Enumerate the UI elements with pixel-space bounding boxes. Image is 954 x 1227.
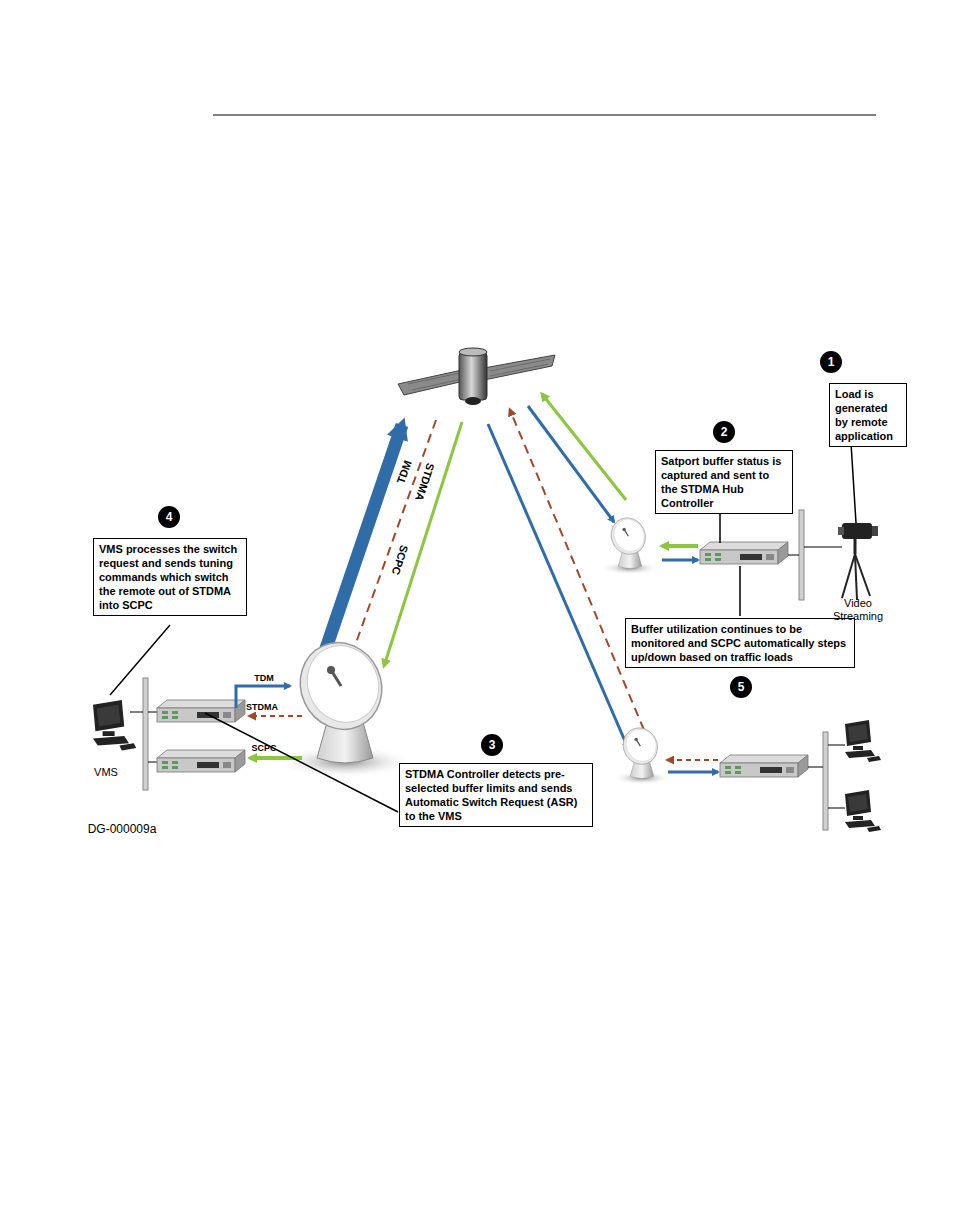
satellite-links bbox=[488, 424, 628, 748]
remote-site-video bbox=[662, 559, 698, 562]
remote-site-pcs bbox=[808, 767, 823, 768]
satellite bbox=[490, 359, 550, 376]
satellite bbox=[398, 348, 555, 405]
link-label: TDM bbox=[254, 673, 274, 683]
hub-equipment bbox=[143, 678, 148, 790]
header-rule bbox=[213, 115, 876, 116]
remote-site-video bbox=[842, 523, 872, 539]
callout-discs bbox=[730, 676, 752, 698]
leader-lines bbox=[739, 566, 741, 616]
remote-site-video bbox=[872, 526, 878, 536]
callout-number: 3 bbox=[489, 738, 496, 752]
satellite-links bbox=[542, 394, 626, 500]
remote-site-video bbox=[662, 544, 698, 548]
callout-box: Satport buffer status is captured and se… bbox=[655, 450, 793, 514]
satellite bbox=[465, 397, 481, 405]
remote-site-pcs bbox=[720, 755, 808, 777]
hub-equipment bbox=[130, 712, 143, 713]
callout-number: 5 bbox=[738, 680, 745, 694]
callout-text: VMS processes the switch request and sen… bbox=[99, 542, 241, 612]
remote-site-video bbox=[838, 527, 844, 535]
satellite-links bbox=[352, 420, 436, 654]
hub-equipment bbox=[250, 715, 302, 717]
remote-site-video bbox=[799, 510, 804, 600]
satellite bbox=[459, 348, 487, 356]
callout-box: Load is generated by remote application bbox=[829, 383, 907, 447]
callout-text: Load is generated by remote application bbox=[835, 387, 901, 443]
network-illustration bbox=[601, 512, 660, 574]
callout-discs bbox=[820, 351, 842, 373]
hub-equipment bbox=[148, 712, 157, 713]
satellite-links bbox=[528, 406, 614, 522]
network-illustration bbox=[613, 722, 672, 784]
satellite bbox=[398, 370, 464, 395]
callout-discs bbox=[158, 506, 180, 528]
remote-site-video bbox=[854, 539, 857, 554]
link-label: SCPC bbox=[251, 743, 276, 753]
hub-equipment bbox=[157, 700, 245, 722]
remote-site-video bbox=[662, 510, 878, 600]
satellite-links bbox=[384, 422, 462, 666]
remote-site-pcs bbox=[845, 720, 881, 762]
callout-discs bbox=[481, 734, 503, 756]
callout-text: STDMA Controller detects pre-selected bu… bbox=[405, 767, 587, 823]
remote-site-pcs bbox=[668, 720, 881, 832]
remote-site-video bbox=[804, 547, 842, 548]
remote-site-pcs bbox=[845, 790, 881, 832]
network-illustration bbox=[275, 629, 415, 778]
leader-lines bbox=[110, 443, 856, 812]
remote-site-pcs bbox=[828, 808, 845, 809]
equipment-label: VMS bbox=[94, 766, 118, 778]
hub-equipment bbox=[93, 700, 136, 750]
remote-site-video bbox=[788, 555, 799, 556]
remote-site-pcs bbox=[668, 771, 718, 774]
figure-id: DG-000009a bbox=[88, 822, 157, 836]
callout-number: 4 bbox=[166, 510, 173, 524]
remote-site-pcs bbox=[823, 732, 828, 830]
callout-discs bbox=[158, 351, 842, 756]
callout-text: Buffer utilization continues to be monit… bbox=[631, 622, 849, 664]
hub-equipment bbox=[157, 750, 245, 772]
remote-site-pcs bbox=[668, 759, 718, 761]
equipment-label: Video Streaming bbox=[827, 597, 889, 623]
leader-lines bbox=[205, 713, 398, 812]
leader-lines bbox=[110, 625, 170, 695]
callout-box: Buffer utilization continues to be monit… bbox=[625, 618, 855, 668]
remote-site-video bbox=[855, 554, 870, 596]
remote-site-video bbox=[842, 554, 855, 598]
callout-text: Satport buffer status is captured and se… bbox=[661, 454, 787, 510]
link-label: STDMA bbox=[413, 461, 437, 504]
callout-box: STDMA Controller detects pre-selected bu… bbox=[399, 763, 593, 827]
callout-discs bbox=[713, 421, 735, 443]
satellite bbox=[408, 373, 462, 390]
satellite bbox=[484, 355, 555, 380]
callout-number: 2 bbox=[721, 425, 728, 439]
hub-equipment bbox=[93, 678, 302, 790]
link-label: SCPC bbox=[389, 543, 410, 578]
remote-site-pcs bbox=[828, 745, 845, 746]
satellite bbox=[459, 352, 487, 400]
header-rule bbox=[213, 115, 876, 116]
link-label: TDM bbox=[394, 458, 414, 486]
remote-site-video bbox=[700, 542, 788, 564]
leader-lines bbox=[851, 443, 856, 523]
link-label: STDMA bbox=[246, 702, 278, 712]
callout-number: 1 bbox=[828, 355, 835, 369]
callout-box: VMS processes the switch request and sen… bbox=[93, 538, 247, 616]
hub-equipment bbox=[148, 762, 157, 763]
